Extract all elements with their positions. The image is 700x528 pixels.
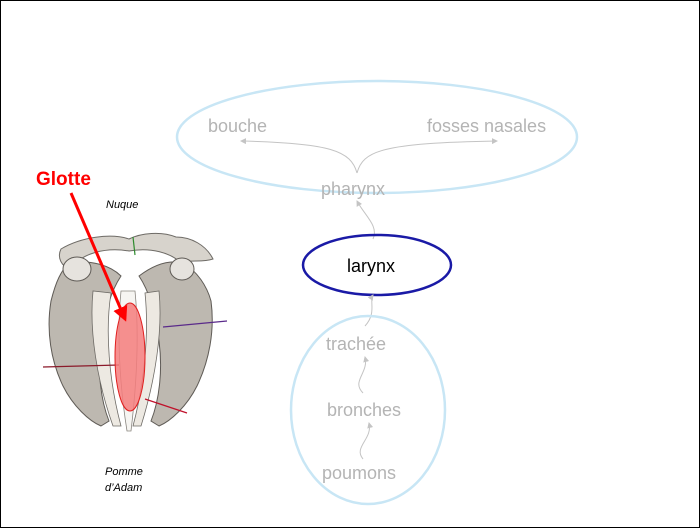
- node-fosses-nasales: fosses nasales: [427, 116, 546, 136]
- node-trachee: trachée: [326, 334, 386, 354]
- arrow-larynx-pharynx: [357, 201, 374, 239]
- node-pharynx: pharynx: [321, 179, 385, 199]
- larynx-illustration: [43, 233, 227, 431]
- glotte-label: Glotte: [36, 169, 91, 190]
- arrow-pharynx-fosses: [357, 141, 497, 173]
- arrow-trachee-larynx: [365, 295, 373, 326]
- pomme-label-line2: d’Adam: [105, 482, 142, 494]
- node-poumons: poumons: [322, 463, 396, 483]
- pomme-label-line1: Pomme: [105, 466, 143, 478]
- node-larynx: larynx: [347, 256, 395, 276]
- arrow-pharynx-bouche: [241, 141, 357, 173]
- arrow-bronches-trachee: [359, 357, 366, 393]
- node-bouche: bouche: [208, 116, 267, 136]
- node-bronches: bronches: [327, 400, 401, 420]
- nuque-label: Nuque: [106, 199, 138, 211]
- upper-airway-ellipse: [177, 81, 577, 193]
- arrow-poumons-bronches: [360, 423, 369, 459]
- glotte-highlight: [115, 303, 145, 411]
